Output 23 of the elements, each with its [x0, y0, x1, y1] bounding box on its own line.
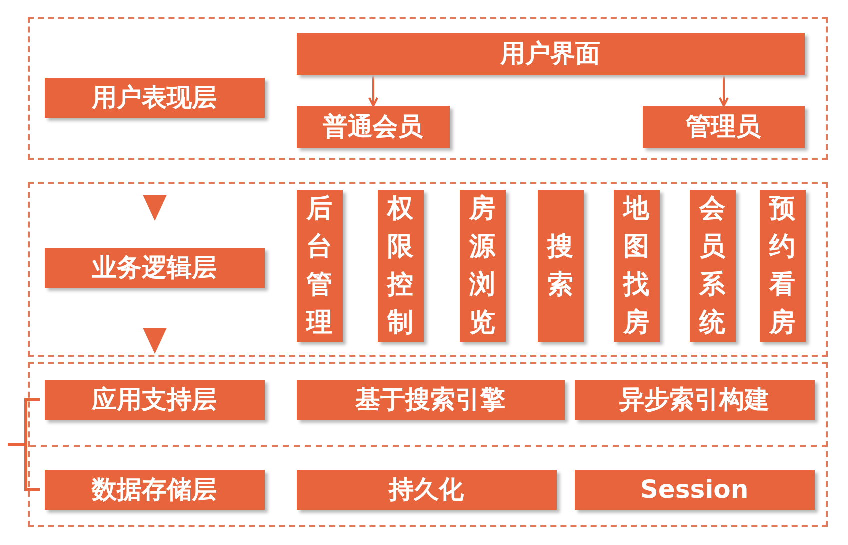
dashed-layer-frame [28, 182, 828, 357]
module-box: 权限控制 [378, 190, 424, 342]
layer-label-box: 业务逻辑层 [44, 248, 264, 288]
dashed-layer-frame [28, 17, 828, 160]
module-box: 管理员 [642, 106, 804, 148]
module-box: 搜索 [538, 190, 584, 342]
module-box: 持久化 [296, 470, 556, 510]
arrow [719, 75, 729, 107]
layer-label-box: 数据存储层 [44, 470, 264, 510]
module-box: 地图找房 [614, 190, 660, 342]
module-box: Session [574, 470, 814, 510]
module-box: 后台管理 [296, 190, 342, 342]
module-box: 房源浏览 [460, 190, 506, 342]
module-box: 用户界面 [296, 32, 804, 74]
module-box: 普通会员 [296, 106, 450, 148]
module-box: 异步索引构建 [574, 380, 814, 420]
dashed-layer-frame [28, 362, 828, 527]
module-box: 预约看房 [760, 190, 806, 342]
layer-label-box: 用户表现层 [44, 78, 264, 118]
module-box: 会员系统 [690, 190, 736, 342]
layer-label-box: 应用支持层 [44, 380, 264, 420]
arrow [368, 75, 378, 107]
module-box: 基于搜索引擎 [296, 380, 564, 420]
